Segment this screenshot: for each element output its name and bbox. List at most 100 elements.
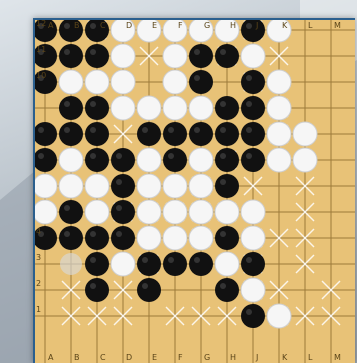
white-stone[interactable] xyxy=(137,226,161,250)
black-stone[interactable] xyxy=(163,148,187,172)
white-stone[interactable] xyxy=(215,252,239,276)
row-label: 4 xyxy=(36,227,41,236)
stone-highlight xyxy=(90,127,96,133)
black-stone[interactable] xyxy=(59,44,83,68)
white-stone[interactable] xyxy=(163,174,187,198)
black-stone[interactable] xyxy=(215,44,239,68)
white-stone[interactable] xyxy=(163,70,187,94)
white-stone[interactable] xyxy=(293,148,317,172)
white-stone[interactable] xyxy=(267,20,291,42)
black-stone[interactable] xyxy=(163,122,187,146)
white-stone[interactable] xyxy=(59,174,83,198)
black-stone[interactable] xyxy=(241,70,265,94)
white-stone[interactable] xyxy=(111,252,135,276)
white-stone[interactable] xyxy=(163,20,187,42)
stone-highlight xyxy=(246,153,252,159)
white-stone[interactable] xyxy=(59,148,83,172)
black-stone[interactable] xyxy=(241,252,265,276)
white-stone[interactable] xyxy=(85,70,109,94)
black-stone[interactable] xyxy=(59,226,83,250)
white-stone[interactable] xyxy=(163,200,187,224)
white-stone[interactable] xyxy=(137,200,161,224)
white-stone[interactable] xyxy=(35,200,57,224)
white-stone[interactable] xyxy=(137,148,161,172)
white-stone[interactable] xyxy=(267,122,291,146)
white-stone[interactable] xyxy=(267,304,291,328)
white-stone[interactable] xyxy=(59,70,83,94)
stone-highlight xyxy=(246,309,252,315)
white-stone[interactable] xyxy=(267,148,291,172)
black-stone[interactable] xyxy=(215,96,239,120)
black-stone[interactable] xyxy=(85,278,109,302)
black-stone[interactable] xyxy=(189,122,213,146)
black-stone[interactable] xyxy=(215,174,239,198)
white-stone[interactable] xyxy=(189,226,213,250)
black-stone[interactable] xyxy=(241,304,265,328)
white-stone[interactable] xyxy=(241,200,265,224)
white-stone[interactable] xyxy=(241,278,265,302)
black-stone[interactable] xyxy=(137,278,161,302)
black-stone[interactable] xyxy=(59,200,83,224)
black-stone[interactable] xyxy=(137,122,161,146)
black-stone[interactable] xyxy=(111,226,135,250)
column-label-top: C xyxy=(100,21,106,30)
black-stone[interactable] xyxy=(241,122,265,146)
white-stone[interactable] xyxy=(189,200,213,224)
dead-stone-marker xyxy=(60,253,82,275)
black-stone[interactable] xyxy=(85,148,109,172)
white-stone[interactable] xyxy=(215,200,239,224)
stone-highlight xyxy=(64,23,70,29)
white-stone[interactable] xyxy=(189,96,213,120)
column-label-bottom: B xyxy=(74,353,80,362)
stone-highlight xyxy=(220,101,226,107)
black-stone[interactable] xyxy=(215,122,239,146)
black-stone[interactable] xyxy=(189,70,213,94)
white-stone[interactable] xyxy=(163,44,187,68)
white-stone[interactable] xyxy=(241,44,265,68)
black-stone[interactable] xyxy=(137,252,161,276)
stone-highlight xyxy=(194,257,200,263)
white-stone[interactable] xyxy=(293,122,317,146)
white-stone[interactable] xyxy=(111,70,135,94)
black-stone[interactable] xyxy=(215,278,239,302)
white-stone[interactable] xyxy=(35,174,57,198)
black-stone[interactable] xyxy=(241,96,265,120)
stone-highlight xyxy=(90,101,96,107)
white-stone[interactable] xyxy=(111,44,135,68)
black-stone[interactable] xyxy=(85,122,109,146)
white-stone[interactable] xyxy=(111,96,135,120)
black-stone[interactable] xyxy=(85,44,109,68)
column-label-bottom: A xyxy=(48,353,54,362)
black-stone[interactable] xyxy=(85,252,109,276)
black-stone[interactable] xyxy=(111,174,135,198)
black-stone[interactable] xyxy=(59,96,83,120)
white-stone[interactable] xyxy=(163,226,187,250)
white-stone[interactable] xyxy=(189,148,213,172)
black-stone[interactable] xyxy=(111,148,135,172)
white-stone[interactable] xyxy=(267,96,291,120)
black-stone[interactable] xyxy=(241,148,265,172)
black-stone[interactable] xyxy=(163,252,187,276)
white-stone[interactable] xyxy=(241,226,265,250)
black-stone[interactable] xyxy=(59,122,83,146)
black-stone[interactable] xyxy=(189,252,213,276)
white-stone[interactable] xyxy=(267,70,291,94)
stone-highlight xyxy=(194,49,200,55)
black-stone[interactable] xyxy=(111,200,135,224)
white-stone[interactable] xyxy=(137,96,161,120)
white-stone[interactable] xyxy=(85,174,109,198)
black-stone[interactable] xyxy=(85,96,109,120)
black-stone[interactable] xyxy=(215,226,239,250)
stone-highlight xyxy=(116,179,122,185)
white-stone[interactable] xyxy=(163,96,187,120)
black-stone[interactable] xyxy=(215,148,239,172)
black-stone[interactable] xyxy=(85,226,109,250)
column-label-top: F xyxy=(178,21,183,30)
white-stone[interactable] xyxy=(189,174,213,198)
black-stone[interactable] xyxy=(189,44,213,68)
stone-highlight xyxy=(116,153,122,159)
white-stone[interactable] xyxy=(137,174,161,198)
white-stone[interactable] xyxy=(85,200,109,224)
white-stone[interactable] xyxy=(137,20,161,42)
